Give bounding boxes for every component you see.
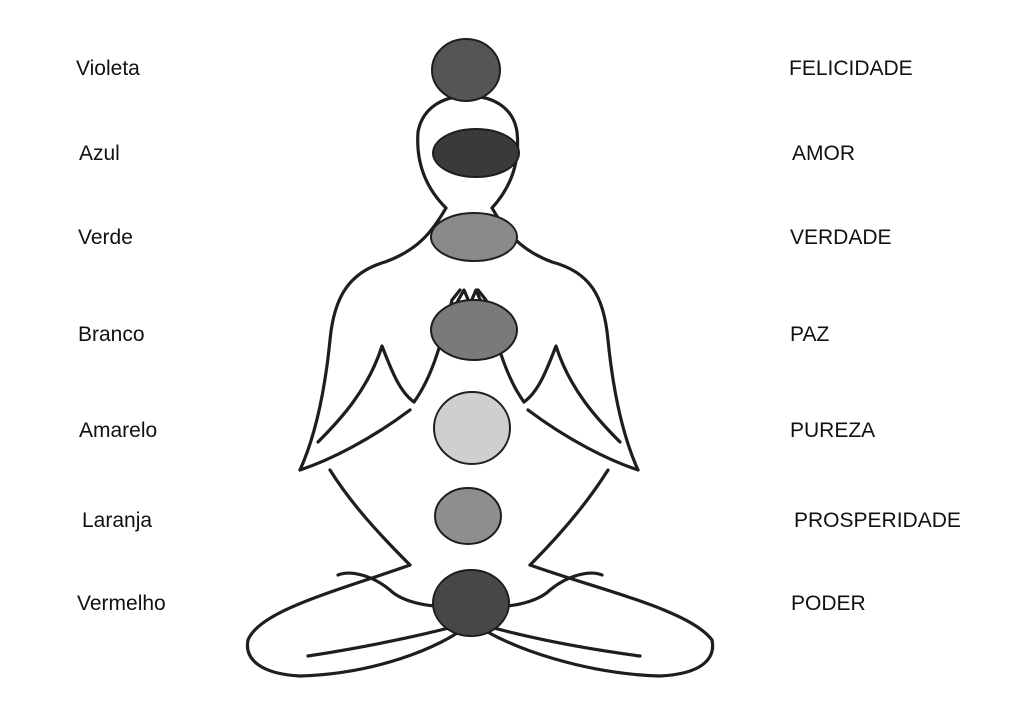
color-label-laranja: Laranja: [82, 509, 153, 532]
color-label-violeta: Violeta: [76, 57, 140, 80]
chakra-amarelo: [433, 391, 511, 465]
chakra-azul: [432, 128, 520, 178]
quality-label-poder: PODER: [791, 592, 866, 615]
right-inner-arm: [526, 408, 640, 472]
quality-label-paz: PAZ: [790, 323, 830, 346]
color-label-branco: Branco: [78, 323, 145, 346]
left-elbow-loop: [316, 344, 416, 444]
right-leg-outer: [470, 563, 715, 678]
chakra-violeta: [431, 38, 501, 102]
quality-label-felicidade: FELICIDADE: [789, 57, 913, 80]
chakra-verde: [430, 212, 518, 262]
left-foot: [336, 571, 438, 608]
color-label-amarelo: Amarelo: [79, 419, 158, 442]
right-torso: [528, 468, 610, 567]
left-shoulder-outline: [298, 206, 448, 472]
chakras: [430, 38, 520, 637]
quality-label-amor: AMOR: [792, 142, 855, 165]
right-foot: [504, 571, 604, 608]
color-label-vermelho: Vermelho: [77, 592, 166, 615]
quality-label-pureza: PUREZA: [790, 419, 876, 442]
right-shoulder-outline: [490, 206, 640, 472]
right-elbow-loop: [522, 344, 622, 444]
chakra-branco: [430, 299, 518, 361]
color-label-verde: Verde: [78, 226, 133, 249]
chakra-vermelho: [432, 569, 510, 637]
left-inner-arm: [298, 408, 412, 472]
quality-label-prosperidade: PROSPERIDADE: [794, 509, 961, 532]
left-leg-outer: [245, 563, 474, 678]
chakra-laranja: [434, 487, 502, 545]
quality-label-verdade: VERDADE: [790, 226, 892, 249]
left-torso: [328, 468, 412, 567]
color-label-azul: Azul: [79, 142, 120, 165]
